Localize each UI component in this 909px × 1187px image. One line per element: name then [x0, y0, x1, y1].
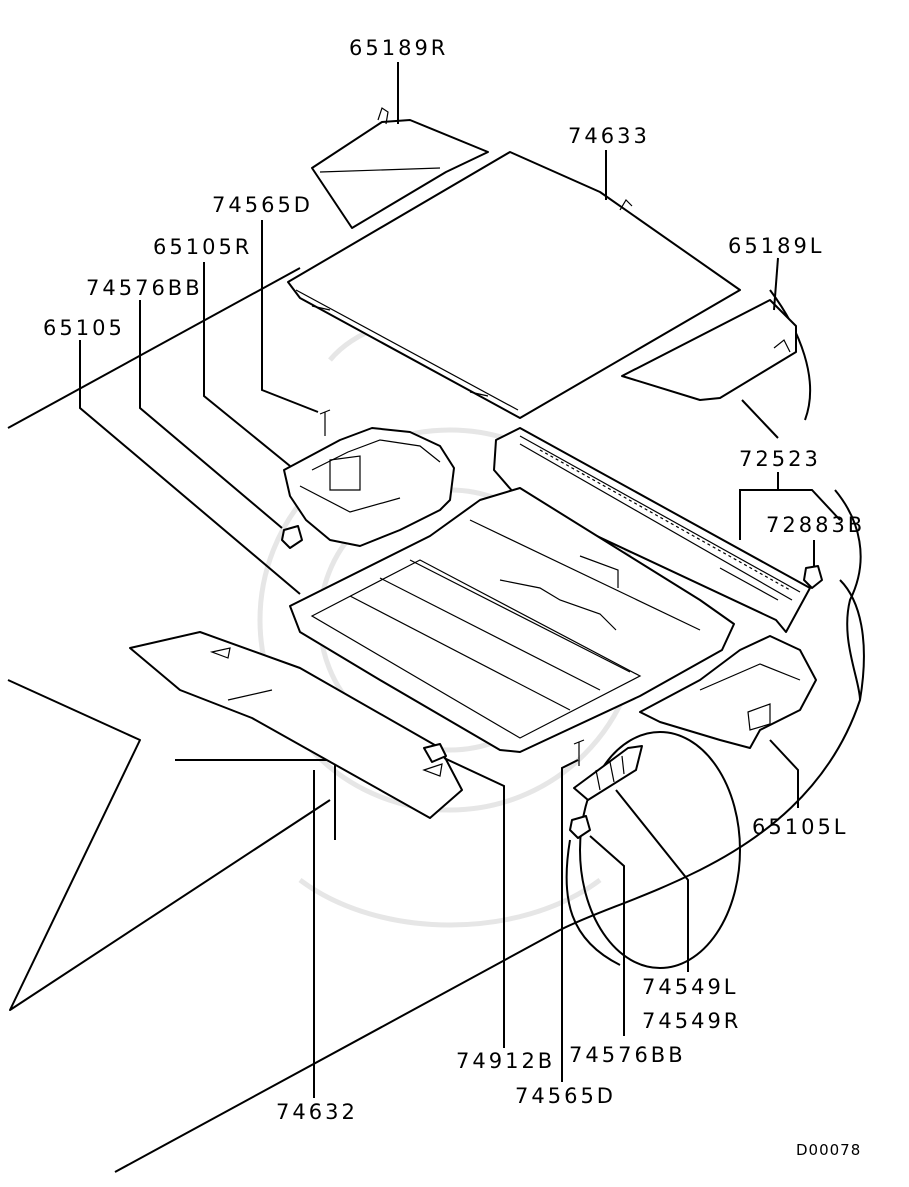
part-65189R	[311, 107, 489, 229]
label-74565D-bottom: 74565D	[515, 1084, 616, 1108]
label-65105: 65105	[43, 316, 125, 340]
leader-lines	[79, 62, 841, 1098]
part-74632	[129, 631, 463, 819]
label-74549R: 74549R	[642, 1009, 742, 1033]
label-65105L: 65105L	[752, 815, 849, 839]
label-72523: 72523	[739, 447, 821, 471]
part-65105R	[283, 427, 455, 547]
label-65189L: 65189L	[728, 234, 825, 258]
label-74576BB-left: 74576BB	[86, 276, 203, 300]
label-74912B: 74912B	[456, 1049, 556, 1073]
label-65189R: 65189R	[349, 36, 449, 60]
car-body-outline	[7, 267, 865, 1173]
part-65105L	[639, 635, 817, 749]
part-65189L	[621, 299, 797, 401]
label-65105R: 65105R	[153, 235, 253, 259]
label-74633: 74633	[568, 124, 650, 148]
label-72883B: 72883B	[766, 513, 866, 537]
label-74565D-top: 74565D	[212, 193, 313, 217]
label-74576BB-bottom: 74576BB	[569, 1043, 686, 1067]
diagram-code: D00078	[796, 1141, 862, 1159]
fasteners	[281, 409, 823, 839]
part-65105	[289, 487, 735, 753]
label-74632: 74632	[276, 1100, 358, 1124]
part-72523	[493, 427, 811, 633]
label-74549L: 74549L	[642, 975, 739, 999]
part-74633	[287, 151, 741, 419]
